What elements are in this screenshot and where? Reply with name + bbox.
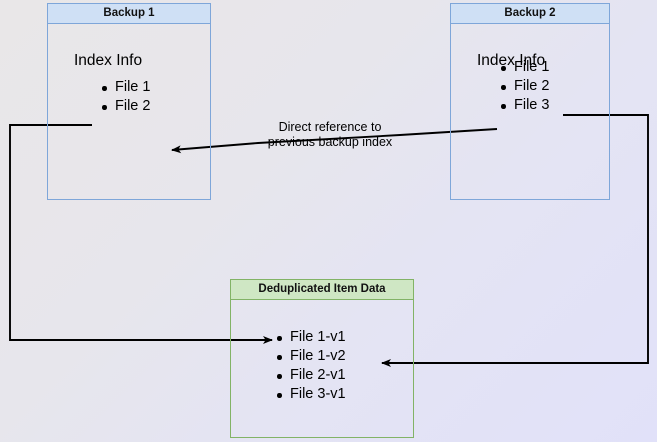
list-item: File 1-v2	[275, 347, 346, 366]
node-deduplicated-item-data-body: File 1-v1 File 1-v2 File 2-v1 File 3-v1	[231, 300, 413, 437]
node-backup-2[interactable]: Backup 2 Index Info File 1 File 2 File 3	[450, 3, 610, 200]
node-deduplicated-item-data[interactable]: Deduplicated Item Data File 1-v1 File 1-…	[230, 279, 414, 438]
list-item: File 1	[499, 58, 549, 77]
node-deduplicated-item-data-header: Deduplicated Item Data	[231, 280, 413, 300]
backup-1-index-info-label: Index Info	[74, 52, 143, 69]
list-item: File 2	[499, 77, 549, 96]
backup-2-file-list: File 1 File 2 File 3	[499, 58, 549, 115]
dedup-file-list: File 1-v1 File 1-v2 File 2-v1 File 3-v1	[275, 328, 346, 404]
list-item: File 2-v1	[275, 366, 346, 385]
node-backup-1-header: Backup 1	[48, 4, 210, 24]
backup-1-file-list: File 1 File 2	[100, 78, 150, 116]
list-item: File 1	[100, 78, 150, 97]
node-backup-2-header: Backup 2	[451, 4, 609, 24]
backup-2-index-info-label: Index Info	[477, 52, 546, 69]
list-item: File 1-v1	[275, 328, 346, 347]
node-backup-1-body: Index Info File 1 File 2	[48, 24, 210, 199]
node-backup-2-body: Index Info File 1 File 2 File 3	[451, 24, 609, 199]
list-item: File 3	[499, 96, 549, 115]
edge-label-direct-reference: Direct reference to previous backup inde…	[267, 120, 393, 149]
list-item: File 3-v1	[275, 385, 346, 404]
node-backup-1[interactable]: Backup 1 Index Info File 1 File 2	[47, 3, 211, 200]
list-item: File 2	[100, 97, 150, 116]
